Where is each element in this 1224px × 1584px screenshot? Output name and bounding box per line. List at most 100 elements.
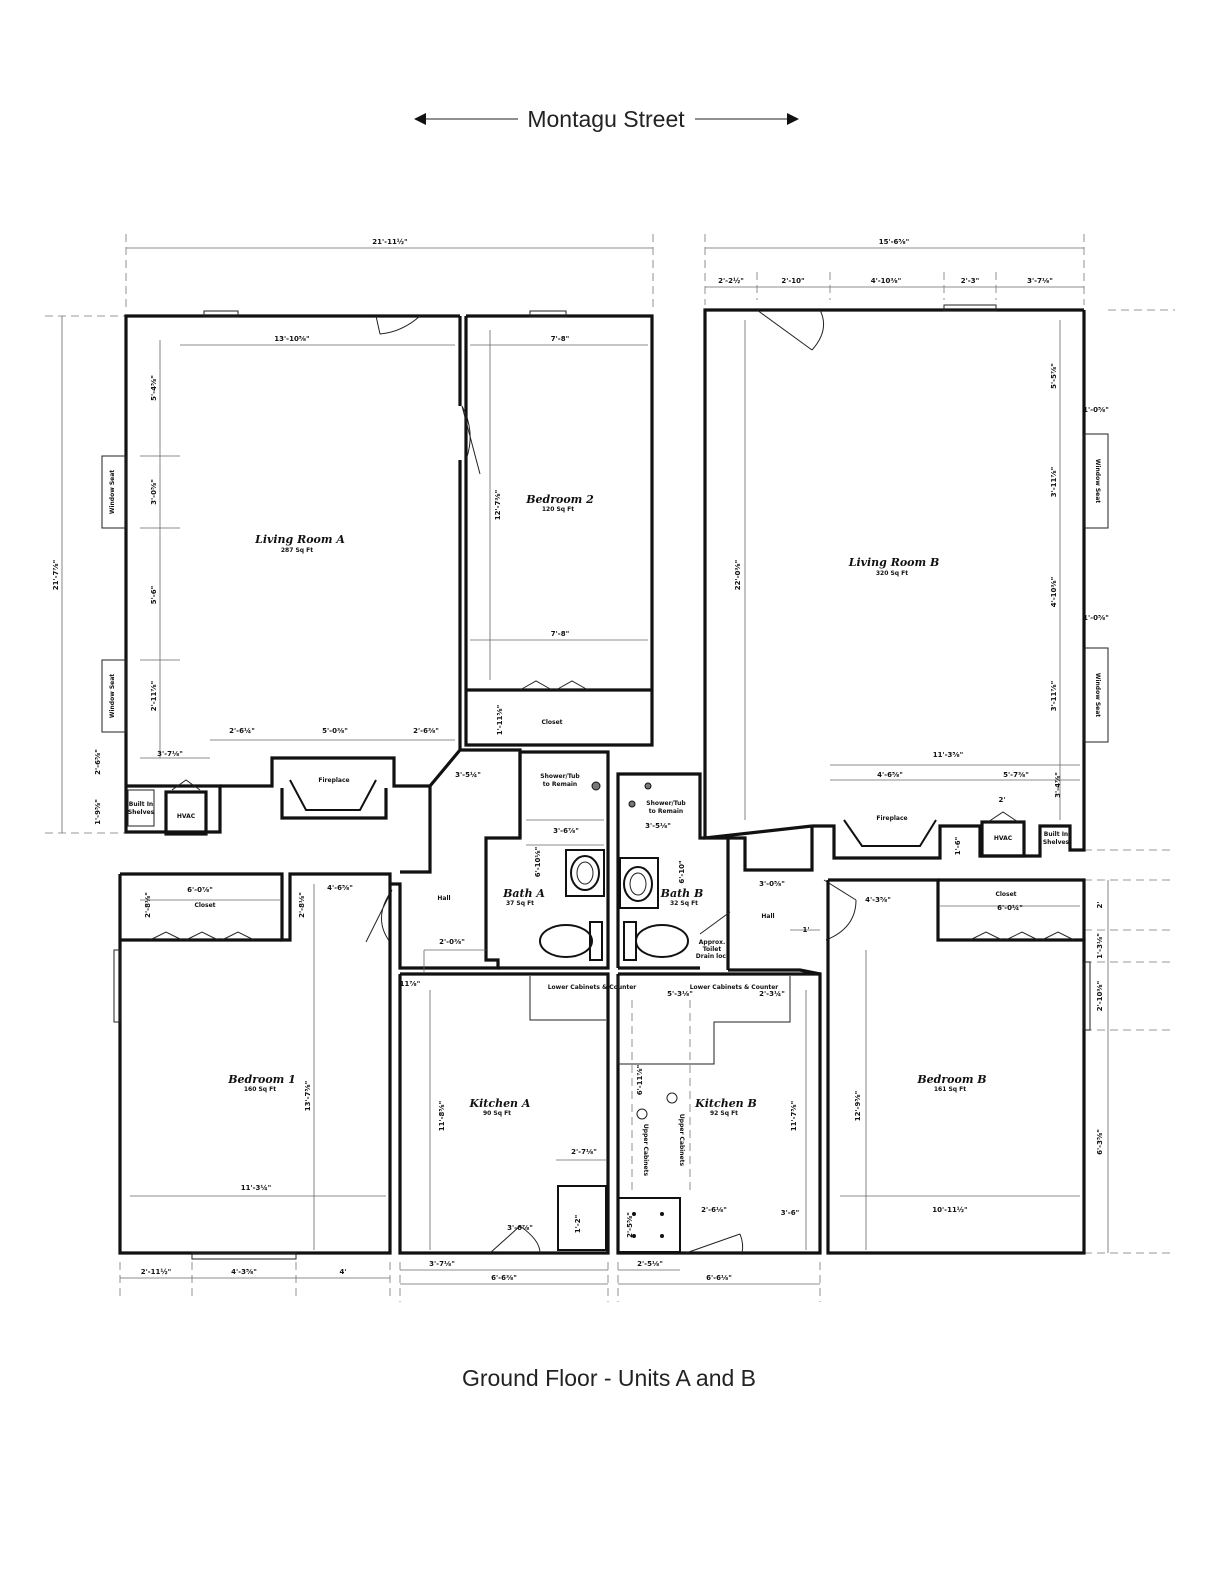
- dim-lb-b5: 1'-6": [954, 837, 962, 855]
- closet-b1-label: Closet: [194, 902, 215, 909]
- floor-caption: Ground Floor - Units A and B: [462, 1365, 756, 1391]
- living-room-a: Window Seat Window Seat 13'-10⅝" 5'-4⅝" …: [94, 310, 462, 834]
- bedroom-b: Closet 6'-0¼" 4'-3⅝" 12'-9⅝" 10'-11½" 2'…: [826, 878, 1104, 1255]
- bottom-dimensions: 2'-11½" 4'-3⅝" 4' 3'-7⅛" 6'-6⅜" 2'-5⅛" 6…: [119, 1260, 821, 1302]
- dim-b1-bot3: 4': [339, 1268, 346, 1276]
- dim-kb-4: 2'-6⅛": [701, 1206, 727, 1214]
- dim-b1-h: 13'-7⅝": [304, 1081, 312, 1112]
- lower-cabinets-a-label: Lower Cabinets & Counter: [548, 984, 637, 991]
- dim-bb-w: 10'-11½": [932, 1206, 967, 1214]
- room-area-bath-b: 32 Sq Ft: [670, 900, 698, 907]
- hall-b-label: Hall: [761, 913, 774, 920]
- arrow-left-icon: [414, 113, 426, 125]
- dim-lb-r1: 5'-5⅞": [1050, 363, 1058, 389]
- dim-lb-b3: 3'-4⅞": [1054, 772, 1062, 798]
- room-name-living-b: Living Room B: [848, 556, 940, 569]
- room-area-kitchen-b: 92 Sq Ft: [710, 1110, 738, 1117]
- room-area-bedroom-2: 120 Sq Ft: [542, 506, 574, 513]
- hall-a-label: Hall: [437, 895, 450, 902]
- room-area-bath-a: 37 Sq Ft: [506, 900, 534, 907]
- dim-br2-top: 7'-8": [551, 335, 569, 343]
- room-name-living-a: Living Room A: [254, 533, 345, 546]
- built-in-label-a-2: Shelves: [128, 809, 155, 816]
- living-room-b: Window Seat Window Seat 22'-0⅜" 5'-5⅞" 1…: [703, 304, 1109, 860]
- built-in-label-a-1: Built In: [129, 801, 153, 808]
- dim-kb-2: 2'-3¼": [759, 990, 785, 998]
- dim-ka-1: 11⅞": [400, 980, 421, 988]
- dim-kb-1: 5'-3⅛": [667, 990, 693, 998]
- lower-cabinets-b-label: Lower Cabinets & Counter: [690, 984, 779, 991]
- dim-lb-r2: 1'-0⅝": [1083, 406, 1109, 414]
- shower-b-label-2: to Remain: [649, 808, 683, 815]
- sink-b: [619, 857, 659, 909]
- street-header: Montagu Street: [414, 106, 799, 132]
- built-in-label-b-1: Built In: [1044, 831, 1068, 838]
- room-name-kitchen-b: Kitchen B: [694, 1097, 757, 1110]
- shower-a-label-1: Shower/Tub: [540, 773, 580, 780]
- dim-bath-b2: 6'-10": [678, 860, 686, 883]
- approx-label-3: Drain loc.: [696, 953, 728, 960]
- dim-la-width: 13'-10⅝": [274, 335, 309, 343]
- room-area-living-b: 320 Sq Ft: [876, 570, 908, 577]
- dim-b1-closet: 6'-0⅞": [187, 886, 213, 894]
- window-seat-label-2: Window Seat: [109, 674, 116, 718]
- dim-overall-a: 21'-11½": [372, 238, 407, 246]
- built-in-shelves-a: Built In Shelves HVAC: [127, 779, 208, 836]
- fireplace-a: Fireplace: [280, 777, 388, 820]
- room-name-bedroom-2: Bedroom 2: [525, 493, 594, 506]
- dim-lb-w: 11'-3⅝": [933, 751, 964, 759]
- dim-b-seg-4: 2'-3": [961, 277, 979, 285]
- dim-kb-7: 2'-5⅛": [637, 1260, 663, 1268]
- kitchen-a: 11⅞" Lower Cabinets & Counter 11'-8⅝" 2'…: [398, 972, 637, 1255]
- dim-ka-5: 3'-7⅛": [429, 1260, 455, 1268]
- dim-bb-r1: 2': [1096, 901, 1104, 908]
- dim-bb-c2: 4'-3⅝": [865, 896, 891, 904]
- dim-b1-bot2: 4'-3⅝": [231, 1268, 257, 1276]
- room-area-bedroom-1: 160 Sq Ft: [244, 1086, 276, 1093]
- dim-kb-5: 3'-6": [781, 1209, 799, 1217]
- room-name-kitchen-a: Kitchen A: [469, 1097, 531, 1110]
- window-seat-b-label-2: Window Seat: [1094, 673, 1101, 717]
- dim-bath-a1: 3'-6⅞": [553, 827, 579, 835]
- overall-dimensions: 21'-11½" 15'-6⅝" 2'-2½" 2'-10" 4'-10⅜" 2…: [45, 234, 1175, 1254]
- dim-la-left2: 1'-9⅝": [94, 799, 102, 825]
- bath-a: Shower/Tub to Remain 3'-6⅞" 6'-10⅛" Bath…: [498, 750, 610, 970]
- kitchen-b: 5'-3⅛" Lower Cabinets & Counter 2'-3¼" 6…: [616, 972, 822, 1255]
- window-seat-upper: [101, 455, 127, 529]
- dim-la-b2: 5'-0⅜": [322, 727, 348, 735]
- room-name-bedroom-1: Bedroom 1: [227, 1073, 296, 1086]
- dim-br2-height: 12'-7⅜": [494, 490, 502, 521]
- dim-br2-bottom: 7'-8": [551, 630, 569, 638]
- window-seat-lower: [101, 659, 127, 733]
- dim-bb-h: 12'-9⅝": [854, 1091, 862, 1122]
- dim-ka-2: 2'-7⅛": [571, 1148, 597, 1156]
- dim-bath-a2: 6'-10⅛": [534, 847, 542, 878]
- dim-kb-3: 6'-11⅞": [636, 1065, 644, 1096]
- hvac-b-label: HVAC: [994, 835, 1013, 842]
- dim-b-seg-3: 4'-10⅜": [871, 277, 902, 285]
- dim-la-v4: 2'-11⅞": [150, 681, 158, 712]
- fireplace-b-label: Fireplace: [876, 815, 907, 822]
- shower-b-label-1: Shower/Tub: [646, 800, 686, 807]
- dim-hall-a1: 3'-5¼": [455, 771, 481, 779]
- dim-b1-bot1: 2'-11½": [141, 1268, 172, 1276]
- shower-a-label-2: to Remain: [543, 781, 577, 788]
- dim-kb-h: 11'-7⅝": [790, 1101, 798, 1132]
- upper-cabinets-b-label-2: Upper Cabinets: [678, 1114, 685, 1167]
- dim-ka-3: 3'-6⅞": [507, 1224, 533, 1232]
- bedroom-2: 7'-8" 7'-8" 12'-7⅜" 1'-11⅝" Closet Bedro…: [461, 310, 654, 747]
- dim-overall-b: 15'-6⅝": [879, 238, 910, 246]
- dim-kb-8: 6'-6⅛": [706, 1274, 732, 1282]
- toilet-a: [539, 924, 593, 958]
- arrow-right-icon: [787, 113, 799, 125]
- dim-kb-6: 2'-5⅝": [626, 1212, 634, 1238]
- dim-ka-4: 1'-2": [574, 1215, 582, 1233]
- room-area-kitchen-a: 90 Sq Ft: [483, 1110, 511, 1117]
- dim-la-v1: 5'-4⅝": [150, 375, 158, 401]
- dim-hall-a2: 2'-0⅜": [439, 938, 465, 946]
- dim-b-seg-5: 3'-7⅛": [1027, 277, 1053, 285]
- toilet-b: [635, 924, 689, 958]
- dim-la-left1: 2'-6⅝": [94, 749, 102, 775]
- dim-la-v3: 5'-6": [150, 586, 158, 604]
